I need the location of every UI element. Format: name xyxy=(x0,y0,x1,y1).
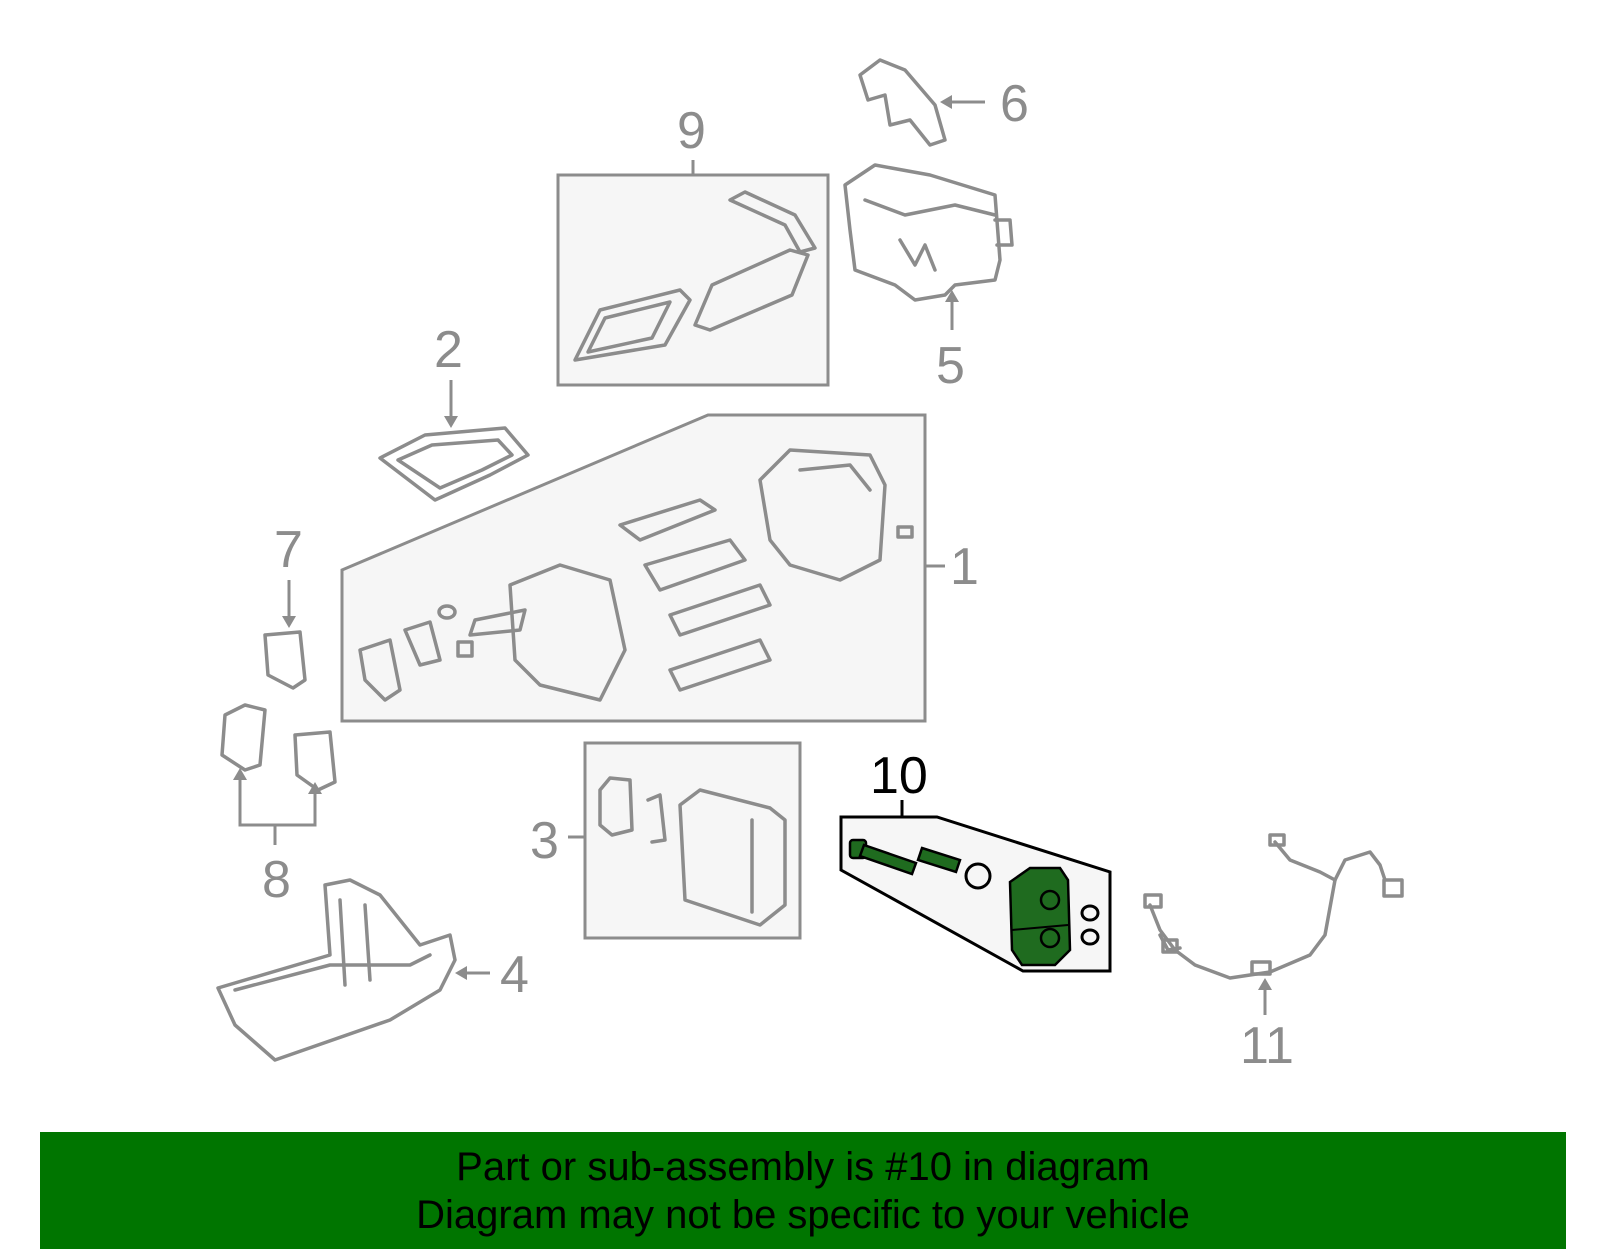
stud-part xyxy=(916,846,962,874)
part-10-group[interactable]: 10 xyxy=(839,747,1112,973)
small-o-ring-2 xyxy=(1080,928,1100,946)
callout-11: 11 xyxy=(1240,1017,1294,1075)
callout-1: 1 xyxy=(950,538,979,596)
part-5-group[interactable]: 5 xyxy=(843,163,1014,395)
banner-line-2: Diagram may not be specific to your vehi… xyxy=(416,1192,1190,1237)
part-4-group[interactable]: 4 xyxy=(216,878,529,1062)
part-1-group[interactable]: 1 xyxy=(340,413,979,723)
info-banner: Part or sub-assembly is #10 in diagram D… xyxy=(40,1132,1566,1249)
part-3-group[interactable]: 3 xyxy=(530,741,802,940)
banner-background xyxy=(40,1132,1566,1249)
part-2-group[interactable]: 2 xyxy=(378,321,530,502)
callout-6: 6 xyxy=(1000,75,1029,133)
callout-10: 10 xyxy=(870,747,928,805)
part-7-group[interactable]: 7 xyxy=(263,521,307,690)
callout-3: 3 xyxy=(530,812,559,870)
part-11-group[interactable]: 11 xyxy=(1143,833,1404,1075)
callout-9: 9 xyxy=(677,102,706,160)
part-6-group[interactable]: 6 xyxy=(858,58,1029,147)
part-9-group[interactable]: 9 xyxy=(556,102,830,387)
callout-7: 7 xyxy=(274,521,303,579)
banner-line-1: Part or sub-assembly is #10 in diagram xyxy=(456,1144,1150,1189)
bolt-part xyxy=(848,838,918,876)
o-ring-part xyxy=(964,862,992,890)
callout-4: 4 xyxy=(500,946,529,1004)
small-o-ring-1 xyxy=(1080,904,1100,922)
callout-8: 8 xyxy=(262,851,291,909)
callout-5: 5 xyxy=(936,337,965,395)
callout-2: 2 xyxy=(434,321,463,379)
part-8-group[interactable]: 8 xyxy=(220,703,337,909)
expansion-valve-part xyxy=(1008,866,1072,967)
